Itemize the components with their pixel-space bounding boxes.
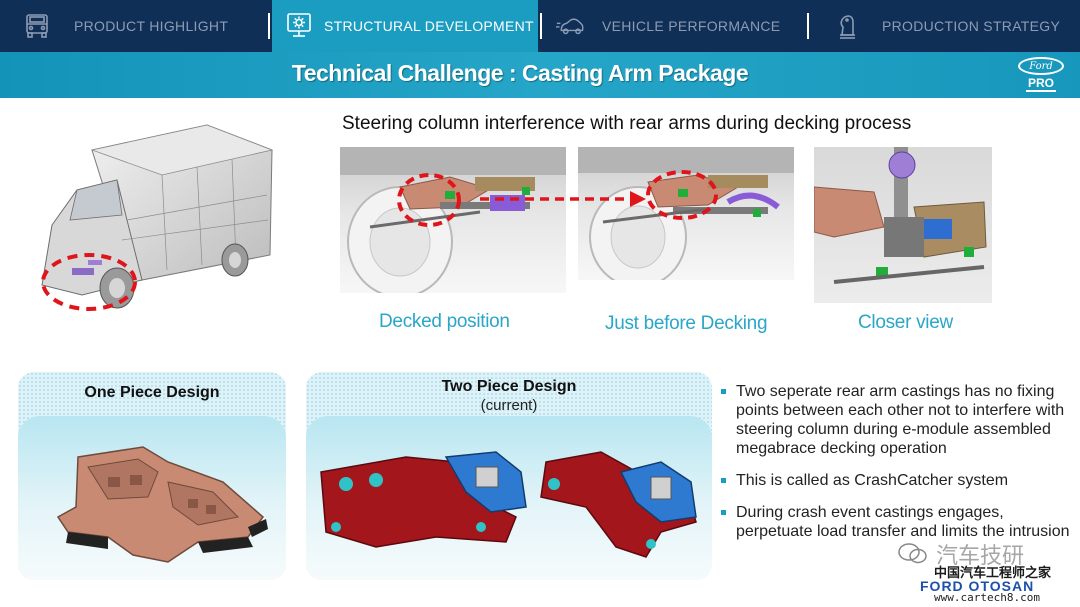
bullet-list: Two seperate rear arm castings has no fi… xyxy=(718,382,1078,554)
caption-closer-view: Closer view xyxy=(858,312,953,333)
nav-tab-structural-development[interactable]: STRUCTURAL DEVELOPMENT xyxy=(272,0,538,52)
one-piece-title: One Piece Design xyxy=(84,384,220,401)
two-piece-subtitle: (current) xyxy=(480,397,538,414)
nav-divider xyxy=(540,13,542,39)
bullet-item: Two seperate rear arm castings has no fi… xyxy=(718,382,1078,458)
page-title: Technical Challenge : Casting Arm Packag… xyxy=(291,60,749,86)
one-piece-design-card: One Piece Design xyxy=(18,372,286,580)
nav-label: STRUCTURAL DEVELOPMENT xyxy=(324,18,534,34)
nav-divider xyxy=(807,13,809,39)
two-piece-castings xyxy=(320,451,697,558)
watermark-text: www.cartech8.com xyxy=(934,591,1040,604)
caption-decked-position: Decked position xyxy=(379,311,510,332)
pro-label: PRO xyxy=(1026,76,1056,92)
nav-label: PRODUCTION STRATEGY xyxy=(882,18,1061,34)
two-piece-design-card: Two Piece Design (current) xyxy=(306,372,712,580)
nav-label: PRODUCT HIGHLIGHT xyxy=(74,18,229,34)
gear-monitor-icon xyxy=(284,11,314,41)
photo-closer-view xyxy=(814,147,992,303)
nav-tab-product-highlight[interactable]: PRODUCT HIGHLIGHT xyxy=(22,0,268,52)
nav-divider xyxy=(268,13,270,39)
title-bar: Technical Challenge : Casting Arm Packag… xyxy=(0,52,1080,98)
nav-tab-production-strategy[interactable]: PRODUCTION STRATEGY xyxy=(832,0,1072,52)
caption-just-before-decking: Just before Decking xyxy=(605,313,768,334)
two-piece-title: Two Piece Design xyxy=(441,378,577,395)
section-headline: Steering column interference with rear a… xyxy=(342,113,912,134)
bullet-item: During crash event castings engages, per… xyxy=(718,503,1078,541)
ford-pro-logo: Ford PRO xyxy=(1018,57,1068,92)
dashed-arrow xyxy=(480,191,646,207)
car-speed-icon xyxy=(556,11,586,41)
nav-tab-vehicle-performance[interactable]: VEHICLE PERFORMANCE xyxy=(556,0,796,52)
photo-just-before-decking xyxy=(578,147,794,280)
watermark-text: 中国汽车工程师之家 xyxy=(934,566,1052,581)
one-piece-casting xyxy=(56,446,268,563)
watermark-text: FORD OTOSAN xyxy=(920,578,1035,594)
ford-oval: Ford xyxy=(1018,57,1064,75)
nav-label: VEHICLE PERFORMANCE xyxy=(602,18,781,34)
chess-knight-icon xyxy=(832,11,862,41)
bullet-item: This is called as CrashCatcher system xyxy=(718,471,1078,490)
truck-icon xyxy=(22,11,52,41)
van-illustration xyxy=(22,120,282,320)
photo-decked-position xyxy=(340,147,566,293)
top-nav: PRODUCT HIGHLIGHT STRUCTURAL DEVELOPMENT… xyxy=(0,0,1080,52)
